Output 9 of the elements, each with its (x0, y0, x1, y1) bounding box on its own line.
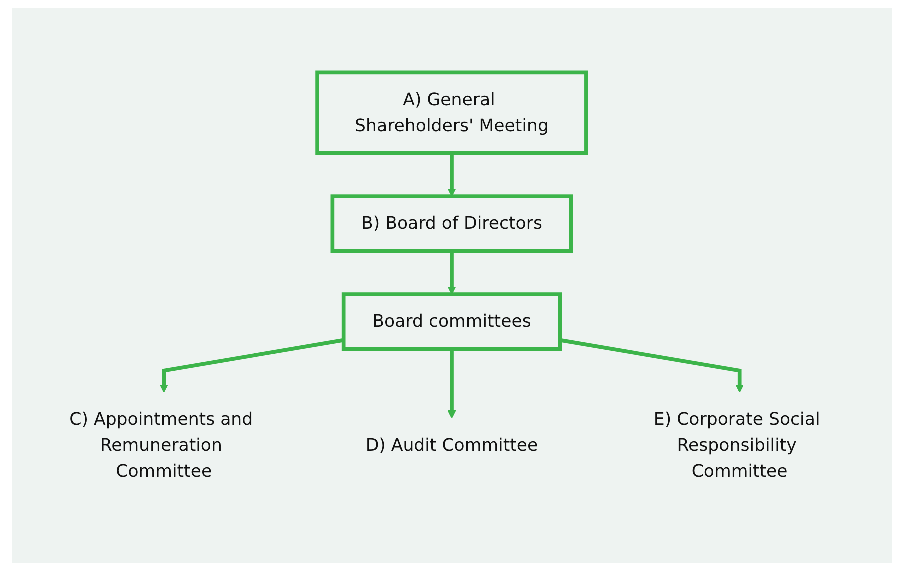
arrow (448, 348, 456, 418)
node-text: D) Audit Committee (366, 435, 538, 456)
node-text: C) Appointments and Remuneration Committee (70, 409, 254, 482)
node-text: E) Corporate Social Responsibility Committee (654, 409, 820, 482)
arrow (448, 152, 456, 197)
node-box: Board committees (342, 292, 562, 351)
node-box: A) General Shareholders' Meeting (316, 70, 588, 155)
arrow (448, 250, 456, 295)
node-box: B) Board of Directors (330, 194, 574, 253)
